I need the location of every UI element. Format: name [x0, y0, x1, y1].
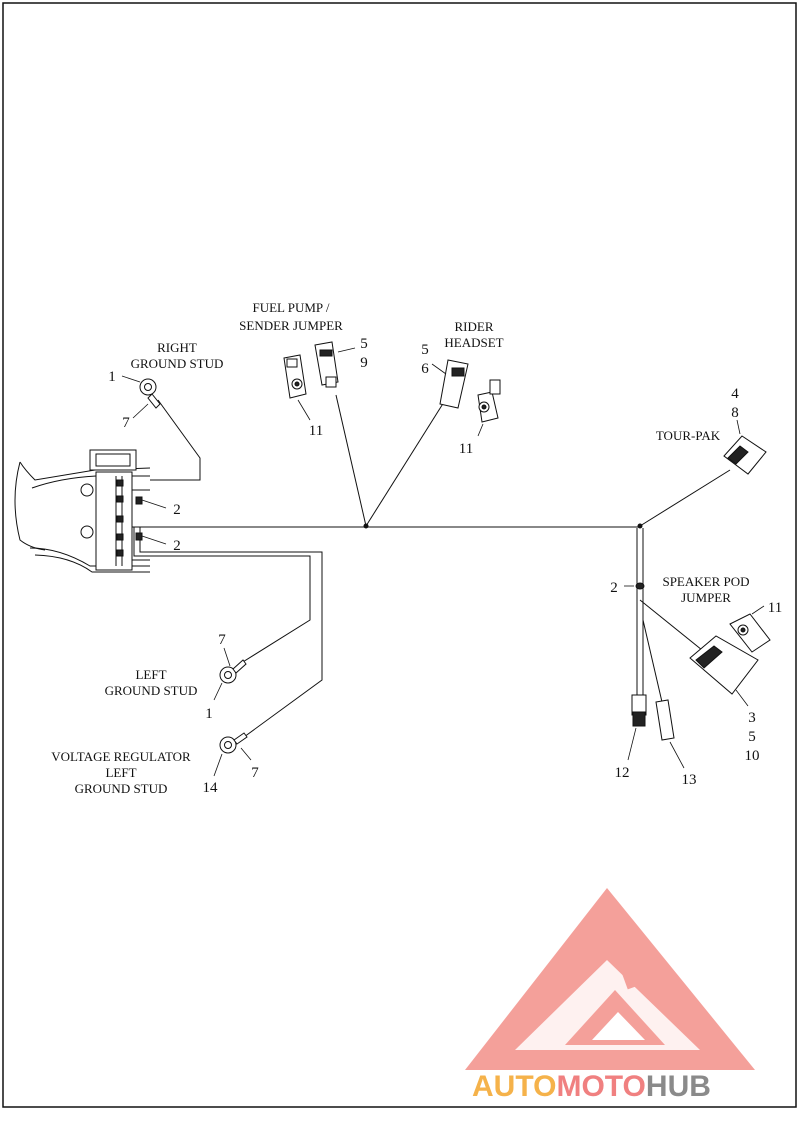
callout-speaker-11: 11 — [768, 600, 782, 616]
callout-connector-13: 13 — [682, 772, 697, 788]
connector-13 — [655, 699, 675, 741]
tour-pak-connector — [723, 435, 767, 475]
rider-headset-connector — [439, 359, 469, 409]
callout-rider-6: 6 — [421, 361, 429, 377]
right-ground-stud-terminal — [139, 378, 161, 409]
tour-pak-label: TOUR-PAK — [656, 428, 721, 443]
callout-left-stud-7: 7 — [218, 632, 226, 648]
speaker-pod-jumper-label-line-1: SPEAKER POD — [662, 574, 749, 589]
callout-speaker-2: 2 — [610, 580, 618, 596]
voltage-regulator-label-line-2: LEFT — [105, 765, 136, 780]
left-ground-stud-label-line-2: GROUND STUD — [105, 683, 198, 698]
connector-12 — [631, 694, 647, 727]
callout-tour-4: 4 — [731, 386, 739, 402]
callout-speaker-3: 3 — [748, 710, 756, 726]
callout-vreg-7: 7 — [251, 765, 259, 781]
callout-fuel-11: 11 — [309, 423, 323, 439]
fuel-pump-jumper-label-line-2: SENDER JUMPER — [239, 318, 343, 333]
callout-rider-5: 5 — [421, 342, 429, 358]
callout-frame-2-upper: 2 — [173, 502, 181, 518]
speaker-pod-connector-cap — [729, 613, 771, 653]
rider-headset-connector-cap — [477, 379, 501, 423]
callout-right-stud-7: 7 — [122, 415, 130, 431]
rider-headset-label-line-1: RIDER — [455, 319, 494, 334]
voltage-regulator-label-line-1: VOLTAGE REGULATOR — [51, 749, 191, 764]
leader-lines — [121, 347, 765, 777]
callout-rider-11: 11 — [459, 441, 473, 457]
frame-assembly — [14, 449, 151, 573]
callout-right-stud-1: 1 — [108, 369, 116, 385]
callout-speaker-5: 5 — [748, 729, 756, 745]
watermark-moto: MOTO — [556, 1070, 645, 1103]
watermark-auto: AUTO — [472, 1070, 556, 1103]
voltage-regulator-ground-terminal — [219, 732, 248, 754]
callout-frame-2-lower: 2 — [173, 538, 181, 554]
fuel-pump-connector — [314, 341, 339, 388]
fuel-pump-connector-cap — [283, 354, 307, 399]
callout-connector-12: 12 — [615, 765, 630, 781]
svg-text:AUTOMOTOHUB: AUTOMOTOHUB — [472, 1070, 711, 1103]
callout-left-stud-1: 1 — [205, 706, 213, 722]
watermark-hub: HUB — [646, 1070, 711, 1103]
right-ground-stud-label-line-1: RIGHT — [157, 340, 197, 355]
page-border — [2, 2, 797, 1108]
speaker-pod-connector — [689, 635, 759, 695]
callout-speaker-10: 10 — [745, 748, 760, 764]
rider-headset-label-line-2: HEADSET — [444, 335, 503, 350]
callout-fuel-9: 9 — [360, 355, 368, 371]
watermark-logo: AUTOMOTOHUB — [465, 888, 755, 1103]
callout-tour-8: 8 — [731, 405, 739, 421]
voltage-regulator-label-line-3: GROUND STUD — [75, 781, 168, 796]
speaker-pod-jumper-label-line-2: JUMPER — [681, 590, 731, 605]
callout-fuel-5: 5 — [360, 336, 368, 352]
callout-vreg-14: 14 — [203, 780, 219, 796]
fuel-pump-jumper-label-line-1: FUEL PUMP / — [252, 300, 329, 315]
left-ground-stud-label-line-1: LEFT — [135, 667, 166, 682]
left-ground-stud-terminal — [219, 659, 247, 684]
right-ground-stud-label-line-2: GROUND STUD — [131, 356, 224, 371]
harness-wires — [132, 394, 731, 738]
